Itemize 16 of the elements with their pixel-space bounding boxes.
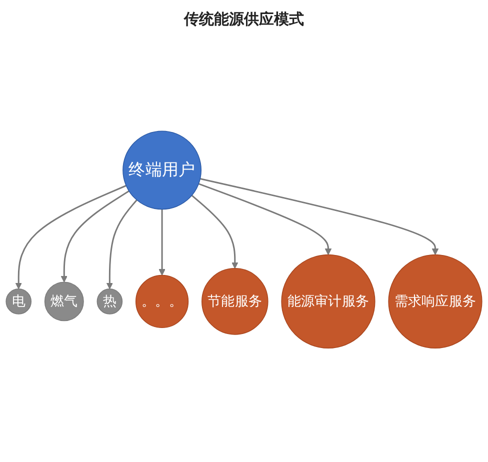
node-circle: 终端用户: [122, 131, 202, 210]
arrow: [106, 200, 138, 290]
arrow: [200, 178, 439, 256]
node-circle: 能源审计服务: [281, 254, 376, 349]
node-circle: 电: [6, 288, 32, 315]
node-circle: 需求响应服务: [388, 254, 482, 349]
arrow: [158, 210, 166, 276]
arrow: [60, 190, 130, 283]
arrow: [191, 195, 238, 270]
diagram-title: 传统能源供应模式: [182, 10, 305, 29]
arrow: [15, 185, 126, 290]
node-circle: 。。。: [135, 275, 189, 328]
arrow: [198, 183, 332, 256]
node-circle: 节能服务: [202, 268, 268, 336]
node-circle: 燃气: [44, 282, 84, 322]
node-circle: 热: [96, 288, 123, 315]
